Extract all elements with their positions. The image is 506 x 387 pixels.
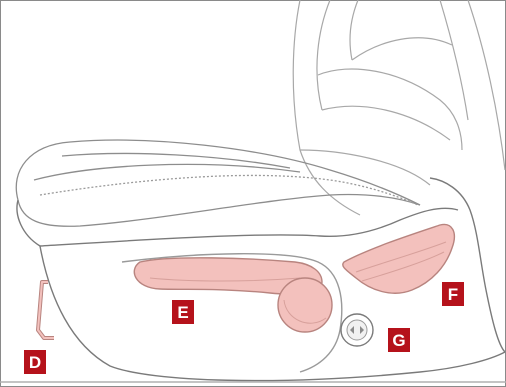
callout-f-label: F: [448, 285, 458, 304]
callout-d-label: D: [29, 353, 41, 372]
callout-e-label: E: [177, 303, 188, 322]
callout-g-label: G: [392, 331, 405, 350]
lever-e-knob[interactable]: [278, 278, 332, 332]
callout-g: G: [388, 328, 410, 352]
callout-f: F: [442, 282, 464, 306]
knob-g[interactable]: [341, 314, 373, 346]
callout-d: D: [24, 350, 46, 374]
callout-e: E: [172, 300, 194, 324]
